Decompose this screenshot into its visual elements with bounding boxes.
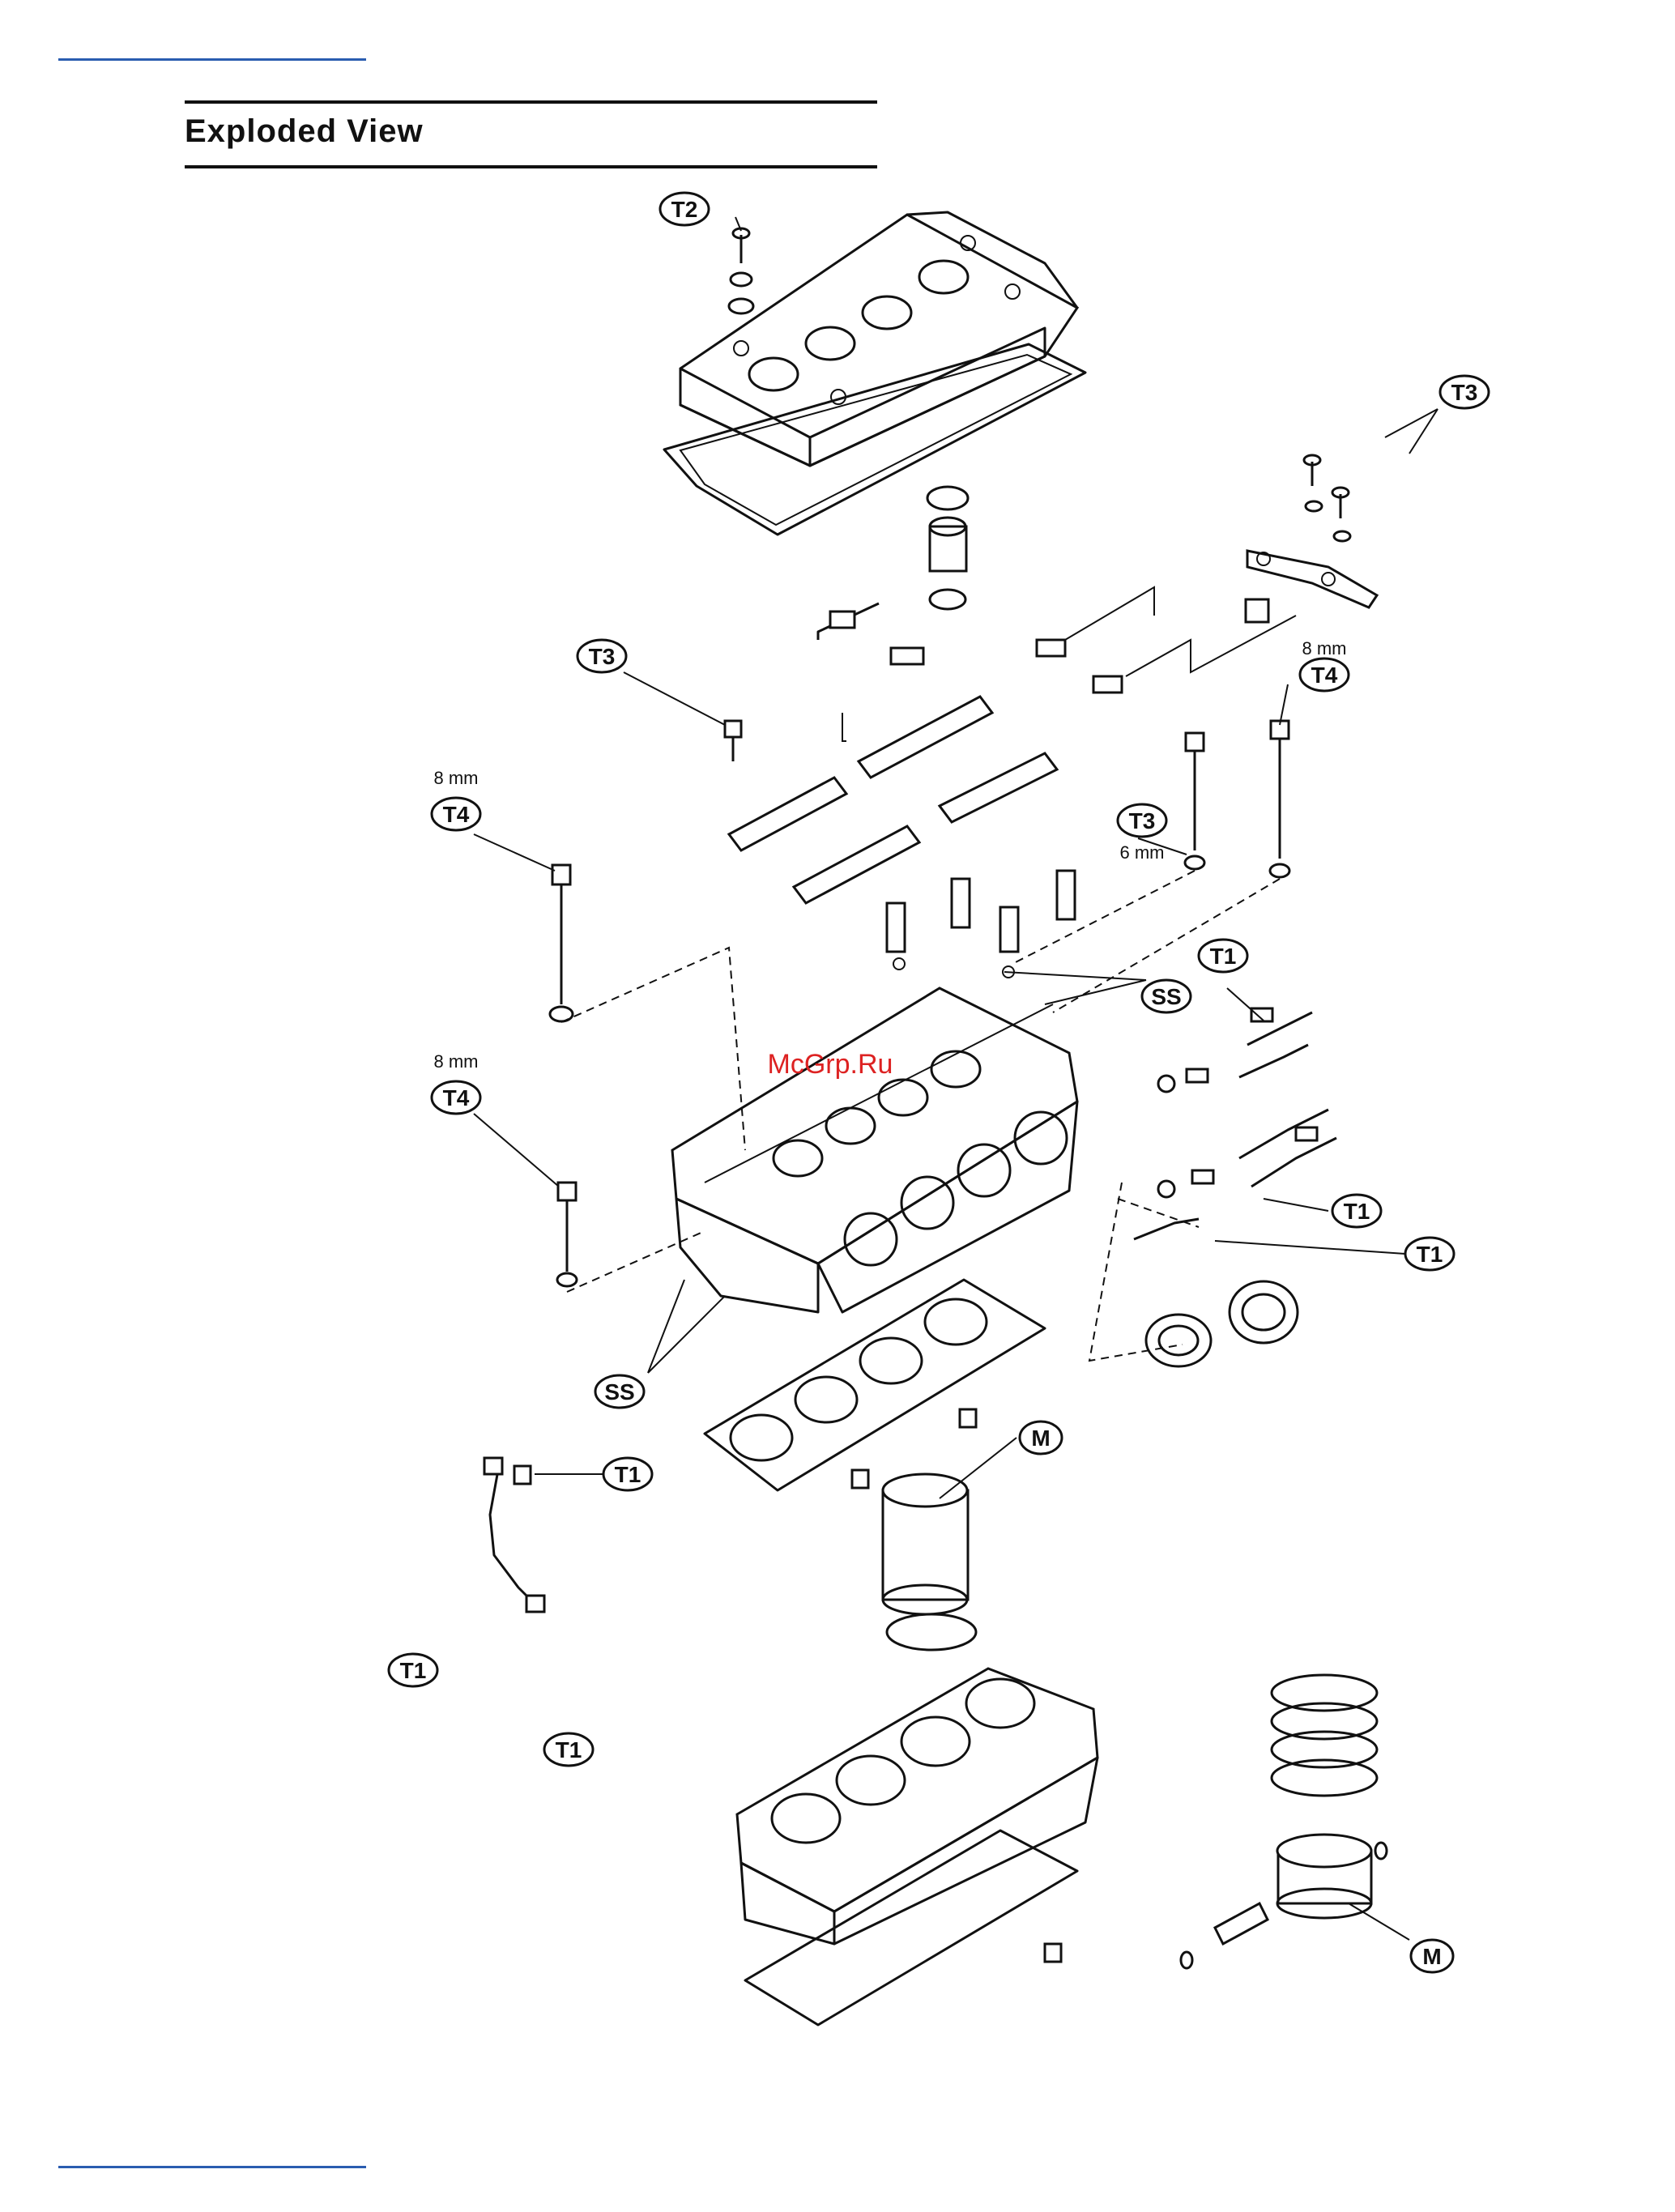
callout-ss-upper: SS	[1142, 980, 1191, 1012]
svg-text:T1: T1	[615, 1462, 641, 1487]
svg-text:M: M	[1422, 1944, 1441, 1969]
svg-text:T2: T2	[671, 197, 698, 222]
callout-t4-upper-left: 8 mm T4	[432, 768, 480, 830]
cylinder-block	[737, 1669, 1097, 1944]
cylinder-head-gasket	[705, 1280, 1045, 1490]
cylinder-head-cover	[664, 212, 1085, 535]
watermark-text: McGrp.Ru	[768, 1049, 893, 1080]
oil-hoses	[1134, 1008, 1336, 1239]
svg-text:M: M	[1031, 1426, 1050, 1451]
callout-t4-right: 8 mm T4	[1300, 638, 1349, 691]
valve-components	[887, 871, 1075, 978]
camshaft-bearing-parts	[927, 487, 968, 609]
piston-rings	[1272, 1675, 1377, 1796]
svg-text:T1: T1	[400, 1658, 427, 1683]
callout-t1-right-mid: T1	[1332, 1195, 1381, 1227]
callout-t2: T2	[660, 193, 709, 225]
callout-m-lower: M	[1411, 1940, 1453, 1972]
oil-pipe	[484, 1458, 544, 1612]
svg-text:SS: SS	[1151, 984, 1181, 1009]
svg-text:T1: T1	[1210, 944, 1237, 969]
cylinder-liner	[883, 1474, 976, 1650]
svg-text:6 mm: 6 mm	[1120, 842, 1165, 863]
svg-text:T1: T1	[1344, 1199, 1370, 1224]
callout-t1-left-b: T1	[544, 1733, 593, 1766]
svg-text:SS: SS	[604, 1379, 634, 1404]
callout-t3-left: T3	[578, 640, 626, 672]
callout-t1-right-low: T1	[1405, 1238, 1454, 1270]
svg-text:T3: T3	[589, 644, 616, 669]
cylinder-head	[672, 988, 1077, 1312]
svg-text:8 mm: 8 mm	[1302, 638, 1347, 658]
piston	[1277, 1835, 1371, 1918]
callout-t4-lower-left: 8 mm T4	[432, 1051, 480, 1114]
callout-t1-oil-pipe: T1	[603, 1458, 652, 1490]
svg-text:8 mm: 8 mm	[434, 768, 479, 788]
callout-t1-left-a: T1	[389, 1654, 437, 1686]
svg-text:T3: T3	[1451, 380, 1478, 405]
svg-text:T1: T1	[1417, 1242, 1443, 1267]
callout-t3-mid: T3 6 mm	[1118, 804, 1166, 863]
svg-text:T1: T1	[556, 1737, 582, 1762]
svg-text:T4: T4	[443, 1085, 470, 1110]
callout-m-upper: M	[1020, 1421, 1062, 1454]
callout-t3-top-right: T3	[1440, 376, 1489, 408]
callout-ss-lower: SS	[595, 1375, 644, 1408]
svg-text:T3: T3	[1129, 808, 1156, 833]
rocker-arm-assembly	[729, 587, 1296, 903]
svg-text:8 mm: 8 mm	[434, 1051, 479, 1072]
svg-text:T4: T4	[1311, 663, 1338, 688]
intake-holders	[1146, 1281, 1298, 1366]
callout-t1-upper: T1	[1199, 940, 1247, 972]
cover-bolt	[729, 228, 753, 313]
camshaft-chain-guide	[1246, 455, 1377, 622]
svg-text:T4: T4	[443, 802, 470, 827]
